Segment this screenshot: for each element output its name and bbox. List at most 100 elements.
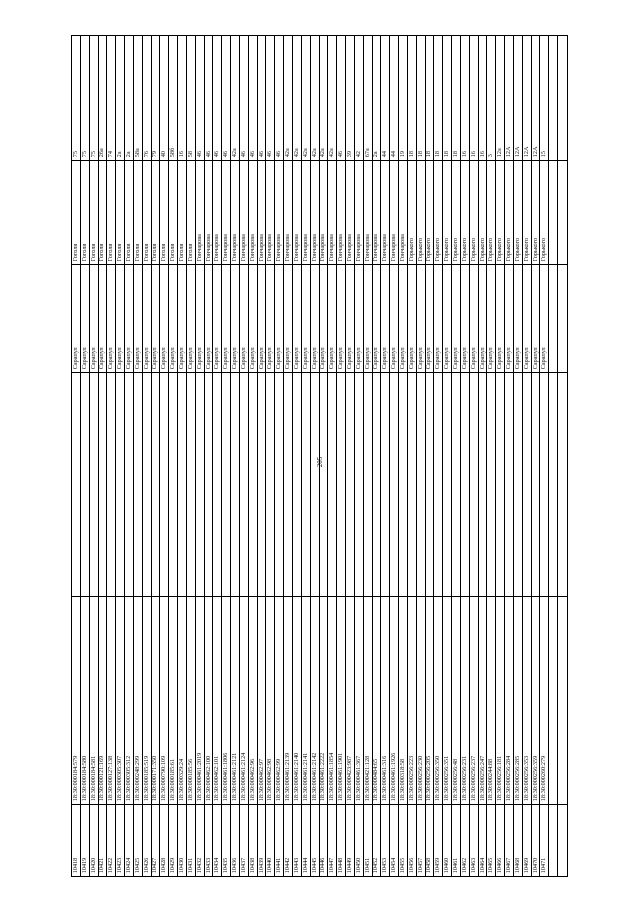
house-number-cell: 58а <box>134 34 142 160</box>
street-cell: Гончарова <box>231 160 239 264</box>
cadastral-number-cell: 18:30:000329:24 <box>178 596 186 804</box>
row-number-cell: 10471 <box>540 804 549 876</box>
city-cell-text: Сарапул <box>195 347 203 369</box>
house-number-cell-text: 42 <box>354 150 362 157</box>
cadastral-number-cell: 18:30:000256:351 <box>443 596 452 804</box>
cadastral-number-cell: 18:30:000256:284 <box>505 596 513 804</box>
city-cell-text: Сарапул <box>381 347 389 369</box>
cadastral-number-cell-text: 18:30:000462:97 <box>257 758 265 801</box>
city-cell-text: Сарапул <box>231 347 238 369</box>
house-number-cell-text: 39 <box>346 150 353 157</box>
row-number-cell: 10464 <box>478 804 487 876</box>
row-number-cell: 10421 <box>98 804 107 876</box>
city-cell-text: Сарапул <box>319 347 327 369</box>
row-number-cell-text: 10468 <box>513 857 521 873</box>
street-cell: Гончарова <box>222 160 231 264</box>
city-cell-text: Сарапул <box>98 347 106 369</box>
cadastral-number-cell: 18:30:000461:2142 <box>310 596 319 804</box>
house-number-cell: 46 <box>213 34 221 160</box>
street-cell: Гончарова <box>284 160 292 264</box>
street-cell: Гончарова <box>310 160 319 264</box>
street-cell-text: Горького <box>487 237 495 261</box>
house-number-cell: 46 <box>249 34 257 160</box>
empty-cell <box>549 372 558 596</box>
house-number-cell: 46 <box>275 34 283 160</box>
empty-cell <box>549 34 557 160</box>
cadastral-number-cell: 18:30:000244:88 <box>487 596 496 804</box>
city-cell: Сарапул <box>186 264 195 372</box>
house-number-cell-text: 58а <box>133 148 141 157</box>
empty-cell <box>363 372 372 596</box>
city-cell-text: Сарапул <box>434 347 442 369</box>
city-cell-text: Сарапул <box>301 347 309 369</box>
city-cell: Сарапул <box>434 264 443 372</box>
street-cell-text: Гончарова <box>195 233 203 261</box>
cadastral-number-cell: 18:30:000421:128 <box>363 596 372 804</box>
house-number-cell-text: 18 <box>434 150 442 157</box>
cadastral-number-cell-text: 18:30:000121:169 <box>98 755 106 801</box>
cadastral-number-cell: 18:30:000184:581 <box>89 596 98 804</box>
city-cell: Сарапул <box>505 264 513 372</box>
house-number-cell: 42а <box>231 34 239 160</box>
street-cell: Гончарова <box>337 160 346 264</box>
house-number-cell-text: 18 <box>425 150 433 157</box>
city-cell: Сарапул <box>328 264 337 372</box>
house-number-cell: 16 <box>178 34 186 160</box>
row-number-cell: 10468 <box>513 804 522 876</box>
row-number-cell: 10443 <box>292 804 301 876</box>
cadastral-number-cell-text: 18:30:000790:109 <box>160 755 168 801</box>
street-cell-text: Гончарова <box>231 233 238 261</box>
cadastral-number-cell-text: 18:30:000185:61 <box>169 758 177 801</box>
empty-cell <box>416 372 425 596</box>
cadastral-number-cell: 18:30:000461:316 <box>381 596 390 804</box>
street-cell: Гончарова <box>266 160 275 264</box>
city-cell: Сарапул <box>292 264 301 372</box>
row-number-cell-text: 10454 <box>390 857 398 873</box>
house-number-cell-text: 19 <box>399 150 406 157</box>
city-cell: Сарапул <box>390 264 399 372</box>
house-number-cell-text: 46 <box>213 150 221 157</box>
city-cell: Сарапул <box>469 264 478 372</box>
house-number-cell: 15 <box>540 34 548 160</box>
house-number-cell: 74 <box>107 34 115 160</box>
street-cell-text: Гончарова <box>354 233 362 261</box>
street-cell-text: Гоголя <box>151 243 159 261</box>
city-cell: Сарапул <box>107 264 116 372</box>
row-number-cell: 10462 <box>460 804 469 876</box>
city-cell: Сарапул <box>248 264 257 372</box>
city-cell: Сарапул <box>319 264 328 372</box>
row-number-cell-text: 10419 <box>80 857 88 873</box>
cadastral-number-cell: 18:30:000462:97 <box>257 596 266 804</box>
cadastral-number-cell-text: 18:30:000461:1926 <box>390 752 398 801</box>
row-number-cell: 10447 <box>328 804 337 876</box>
row-number-cell-text: 10467 <box>505 857 512 873</box>
row-number-cell-text: 10437 <box>239 857 247 873</box>
house-number-cell-text: 40 <box>160 150 168 157</box>
city-cell: Сарапул <box>133 264 142 372</box>
city-cell: Сарапул <box>160 264 169 372</box>
empty-cell <box>169 372 178 596</box>
empty-cell <box>319 372 328 596</box>
cadastral-number-cell-text: 18:30:000461:2019 <box>195 752 203 801</box>
row-number-cell-text: 10430 <box>178 857 185 873</box>
house-number-cell-text: 75 <box>89 150 97 157</box>
empty-cell <box>558 160 567 264</box>
house-number-cell: 46 <box>258 34 266 160</box>
cadastral-number-cell-text: 18:30:000461:2222 <box>319 752 327 801</box>
row-number-cell-text: 10464 <box>478 857 486 873</box>
cadastral-number-cell-text: 18:30:000462:99 <box>275 758 283 801</box>
